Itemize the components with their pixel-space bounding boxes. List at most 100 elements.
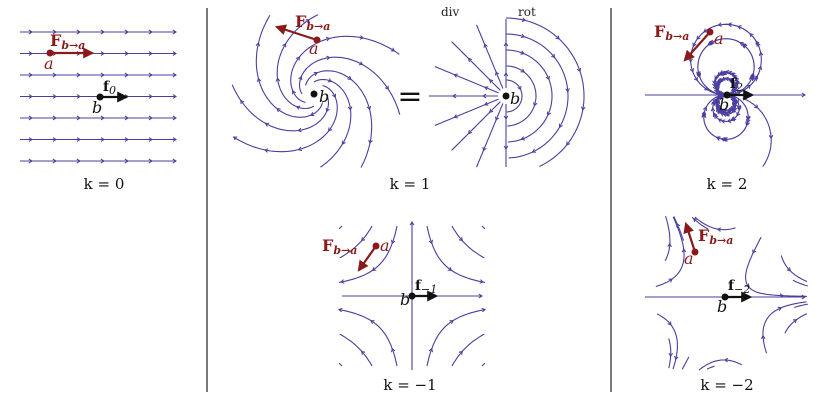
streamline-arrowhead <box>712 80 717 85</box>
streamline-arrowhead <box>714 75 719 80</box>
streamline-arrowhead <box>76 158 81 164</box>
streamline-arrowhead <box>256 77 262 83</box>
label-b-k1-left: b <box>319 87 329 106</box>
streamline <box>742 97 772 167</box>
streamline <box>304 70 373 168</box>
streamline <box>698 359 743 371</box>
streamline-arrowhead <box>339 279 345 284</box>
point-b-k1-right <box>502 92 510 100</box>
streamline-arrowhead <box>276 108 281 113</box>
streamline-arrowhead <box>428 239 433 245</box>
streamline-arrowhead <box>124 115 129 121</box>
streamline-arrowhead <box>696 35 701 41</box>
streamline-arrowhead <box>391 239 396 245</box>
streamline <box>505 49 553 143</box>
streamline-arrowhead <box>384 85 389 90</box>
streamline-arrowhead <box>714 99 719 104</box>
streamline-arrowhead <box>428 347 433 353</box>
streamline-arrowhead <box>361 350 366 355</box>
streamline <box>703 94 749 140</box>
point-b-k2 <box>723 91 731 99</box>
streamline-arrowhead <box>100 51 105 56</box>
streamline-arrowhead <box>712 85 717 91</box>
streamline <box>475 103 504 168</box>
streamline-arrowhead <box>545 75 550 81</box>
streamline-arrowhead <box>716 81 722 86</box>
streamline-arrowhead <box>148 137 153 142</box>
streamline-arrowhead <box>240 99 245 105</box>
streamline-arrowhead <box>748 76 754 81</box>
streamline-arrowhead <box>732 89 737 94</box>
streamline-arrowhead <box>495 71 500 76</box>
label-b-k-minus-1: b <box>400 290 410 309</box>
streamline <box>231 84 330 132</box>
streamline <box>338 225 343 230</box>
streamline-arrowhead <box>733 74 738 79</box>
streamlines-k2 <box>645 22 806 167</box>
streamline-arrowhead <box>701 110 707 116</box>
streamline-arrowhead <box>551 53 556 59</box>
streamline <box>694 216 736 231</box>
streamline-arrowhead <box>717 71 722 76</box>
streamline-arrowhead <box>719 112 725 117</box>
streamline-arrowhead <box>520 33 526 39</box>
streamline-arrowhead <box>741 43 747 48</box>
streamline-arrowhead <box>726 107 732 113</box>
streamline-arrowhead <box>172 94 177 99</box>
streamline <box>481 362 486 367</box>
div-label: div <box>441 5 460 19</box>
streamline-arrowhead <box>693 76 698 82</box>
streamline-arrowhead <box>148 158 153 164</box>
streamline-arrowhead <box>467 57 473 63</box>
streamline-arrowhead <box>722 112 727 117</box>
streamline-arrowhead <box>361 237 366 242</box>
streamline-arrowhead <box>696 72 701 78</box>
streamline-arrowhead <box>28 137 33 142</box>
streamline-arrowhead <box>297 127 302 133</box>
force-arrow-k-minus-2 <box>683 221 697 253</box>
streamline-arrowhead <box>716 107 721 113</box>
panel-k0: Fb→a a f0 b k = 0 <box>44 31 129 193</box>
point-a-k1 <box>313 36 321 44</box>
streamline-arrowhead <box>390 47 396 52</box>
streamline-arrowhead <box>517 85 522 91</box>
streamline-arrowhead <box>712 112 717 117</box>
streamline-arrowhead <box>555 35 560 40</box>
point-b-k1-left <box>310 90 318 98</box>
streamline-arrowhead <box>719 70 724 75</box>
streamline-arrowhead <box>546 111 551 116</box>
streamline-arrowhead <box>758 51 764 56</box>
force-arrow-k1 <box>274 24 318 42</box>
streamline-arrowhead <box>76 72 81 78</box>
streamline <box>434 98 499 127</box>
point-b-k-minus-2 <box>721 293 729 301</box>
streamline-arrowhead <box>28 29 33 35</box>
streamline-arrowhead <box>702 106 708 111</box>
streamline-arrowhead <box>733 100 738 106</box>
streamline-arrowhead <box>757 65 763 70</box>
streamline-arrowhead <box>483 86 489 91</box>
streamline-arrowhead <box>327 78 333 83</box>
streamline-arrowhead <box>696 71 701 77</box>
streamline-arrowhead <box>332 93 337 99</box>
force-label-k2: Fb→a <box>654 22 689 43</box>
streamline-arrowhead <box>732 108 737 113</box>
streamline-arrowhead <box>467 129 473 135</box>
streamline-arrowhead <box>668 278 673 283</box>
streamline-arrowhead <box>309 112 315 117</box>
streamline <box>426 225 486 284</box>
streamlines-k1-decomposed <box>429 17 586 168</box>
streamline-arrowhead <box>370 320 375 325</box>
force-arrow-k-minus-1 <box>357 245 377 272</box>
streamline-arrowhead <box>565 88 570 93</box>
streamline-arrowhead <box>717 79 722 85</box>
streamline-arrowhead <box>482 146 487 152</box>
streamlines-k-minus-1 <box>337 221 487 370</box>
streamline-arrowhead <box>489 79 494 84</box>
streamline-arrowhead <box>495 116 500 121</box>
streamline-arrowhead <box>712 83 717 88</box>
streamline-arrowhead <box>124 29 129 35</box>
streamline-arrowhead <box>733 106 738 112</box>
streamline-arrowhead <box>731 102 737 108</box>
streamline-arrowhead <box>720 108 725 113</box>
